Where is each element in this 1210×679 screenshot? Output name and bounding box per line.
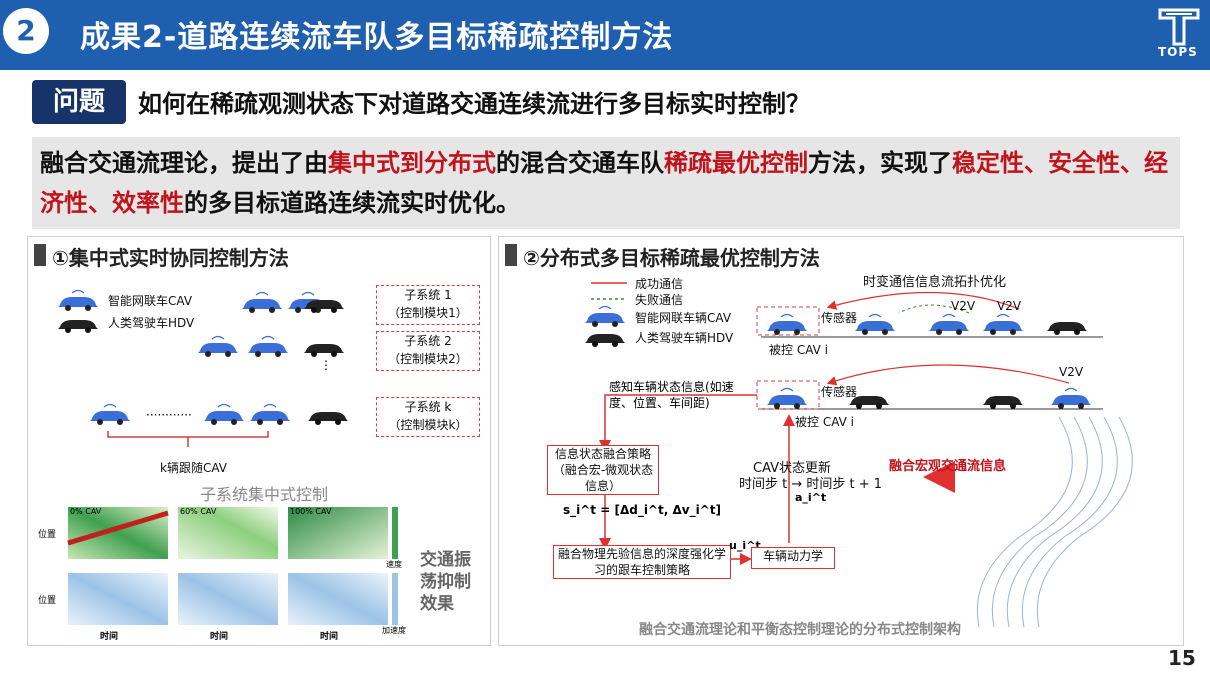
heatmap-label-0: 0% CAV: [70, 507, 102, 516]
legend-cav-label: 智能网联车CAV: [108, 294, 193, 308]
legend-hdv-label: 人类驾驶车HDV: [108, 316, 195, 330]
heatmap-label-100: 100% CAV: [290, 507, 332, 516]
summary-part-3: 方法，实现了: [808, 149, 952, 177]
legend-fail-label: 失败通信: [635, 293, 684, 307]
panel-marker: [34, 244, 46, 266]
svg-text:············: ············: [146, 408, 192, 422]
topology-label: 时变通信信息流拓扑优化: [863, 275, 1007, 290]
page-number: 15: [1168, 646, 1196, 670]
slide-number-badge: 2: [3, 8, 49, 54]
heatmap-xlabel-1: 时间: [100, 632, 119, 642]
subsystem-box-1: 子系统 1 （控制模块1）: [376, 285, 480, 325]
speed-label: 速度: [386, 560, 402, 569]
v2v-label-1: V2V: [951, 299, 976, 313]
left-panel-title: ①集中式实时协同控制方法: [52, 246, 289, 270]
v2v-label-2: V2V: [997, 299, 1022, 313]
left-caption: 子系统集中式控制: [200, 485, 329, 504]
summary-part-2: 的混合交通车队: [496, 149, 664, 177]
summary-highlight-3: 稳定性、安全性、经济性、效率性: [40, 149, 1168, 217]
right-panel-title: ②分布式多目标稀疏最优控制方法: [523, 246, 820, 270]
centralized-control-panel: ①集中式实时协同控制方法 ⋮ ············ 智: [27, 236, 491, 646]
summary-text: 融合交通流理论，提出了由集中式到分布式的混合交通车队稀疏最优控制方法，实现了稳定…: [40, 143, 1176, 223]
right-caption: 融合交通流理论和平衡态控制理论的分布式控制架构: [639, 622, 961, 638]
heatmap-label-60: 60% CAV: [180, 507, 217, 516]
state-formula: s_i^t = [Δd_i^t, Δv_i^t]: [563, 503, 721, 517]
distributed-control-panel: ②分布式多目标稀疏最优控制方法: [498, 236, 1184, 646]
tops-logo-text: TOPS: [1158, 45, 1198, 59]
question-text: 如何在稀疏观测状态下对道路交通连续流进行多目标实时控制？: [138, 90, 810, 118]
question-tag: 问题: [32, 80, 126, 124]
time-step-label: 时间步 t → 时间步 t + 1: [739, 477, 883, 492]
subsystem-box-k: 子系统 k （控制模块k）: [376, 397, 480, 437]
summary-box: 融合交通流理论，提出了由集中式到分布式的混合交通车队稀疏最优控制方法，实现了稳定…: [32, 137, 1180, 229]
vehicle-dynamics-box: 车辆动力学: [751, 547, 835, 569]
perception-label: 感知车辆状态信息(如速度、位置、车间距): [609, 380, 734, 410]
legend-success-label: 成功通信: [635, 277, 684, 291]
svg-text:⋮: ⋮: [320, 358, 332, 372]
k-follow-label: k辆跟随CAV: [160, 461, 227, 475]
summary-highlight-1: 集中式到分布式: [328, 149, 496, 177]
sensor-label-bottom: 传感器: [821, 385, 858, 399]
slide-header: [0, 0, 1210, 70]
slide-title: 成果2-道路连续流车队多目标稀疏控制方法: [80, 20, 674, 55]
controlled-cav-top: 被控 CAV i: [769, 343, 828, 357]
sensor-label-top: 传感器: [821, 311, 858, 325]
heatmap-ylabel-top: 位置: [38, 530, 57, 540]
info-fusion-box: 信息状态融合策略（融合宏-微观状态信息）: [547, 445, 659, 495]
panel-marker: [505, 244, 517, 266]
oscillation-label: 交通振 荡抑制 效果: [420, 550, 471, 614]
summary-highlight-2: 稀疏最优控制: [664, 149, 808, 177]
drl-policy-box: 融合物理先验信息的深度强化学习的跟车控制策略: [553, 545, 731, 579]
accel-label: 加速度: [382, 626, 406, 635]
legend-hdv-label: 人类驾驶车辆HDV: [635, 331, 734, 345]
accel-a-label: a_i^t: [795, 491, 827, 504]
summary-part-1: 融合交通流理论，提出了由: [40, 149, 328, 177]
heatmap-xlabel-3: 时间: [320, 632, 339, 642]
heatmap-ylabel-bottom: 位置: [38, 596, 57, 606]
heatmap-xlabel-2: 时间: [210, 632, 229, 642]
cav-update-label: CAV状态更新: [753, 461, 832, 476]
centralized-diagram: ⋮ ············: [57, 289, 348, 447]
macro-info-label: 融合宏观交通流信息: [889, 459, 1007, 474]
v2v-label-3: V2V: [1059, 365, 1084, 379]
legend-cav-label: 智能网联车辆CAV: [635, 311, 732, 325]
distributed-diagram: [584, 282, 1133, 628]
controlled-cav-bottom: 被控 CAV i: [795, 415, 854, 429]
tops-logo-icon: [1158, 8, 1200, 46]
oscillation-heatmaps: [67, 507, 398, 625]
subsystem-box-2: 子系统 2 （控制模块2）: [376, 331, 480, 371]
summary-part-4: 的多目标道路连续流实时优化。: [184, 189, 520, 217]
